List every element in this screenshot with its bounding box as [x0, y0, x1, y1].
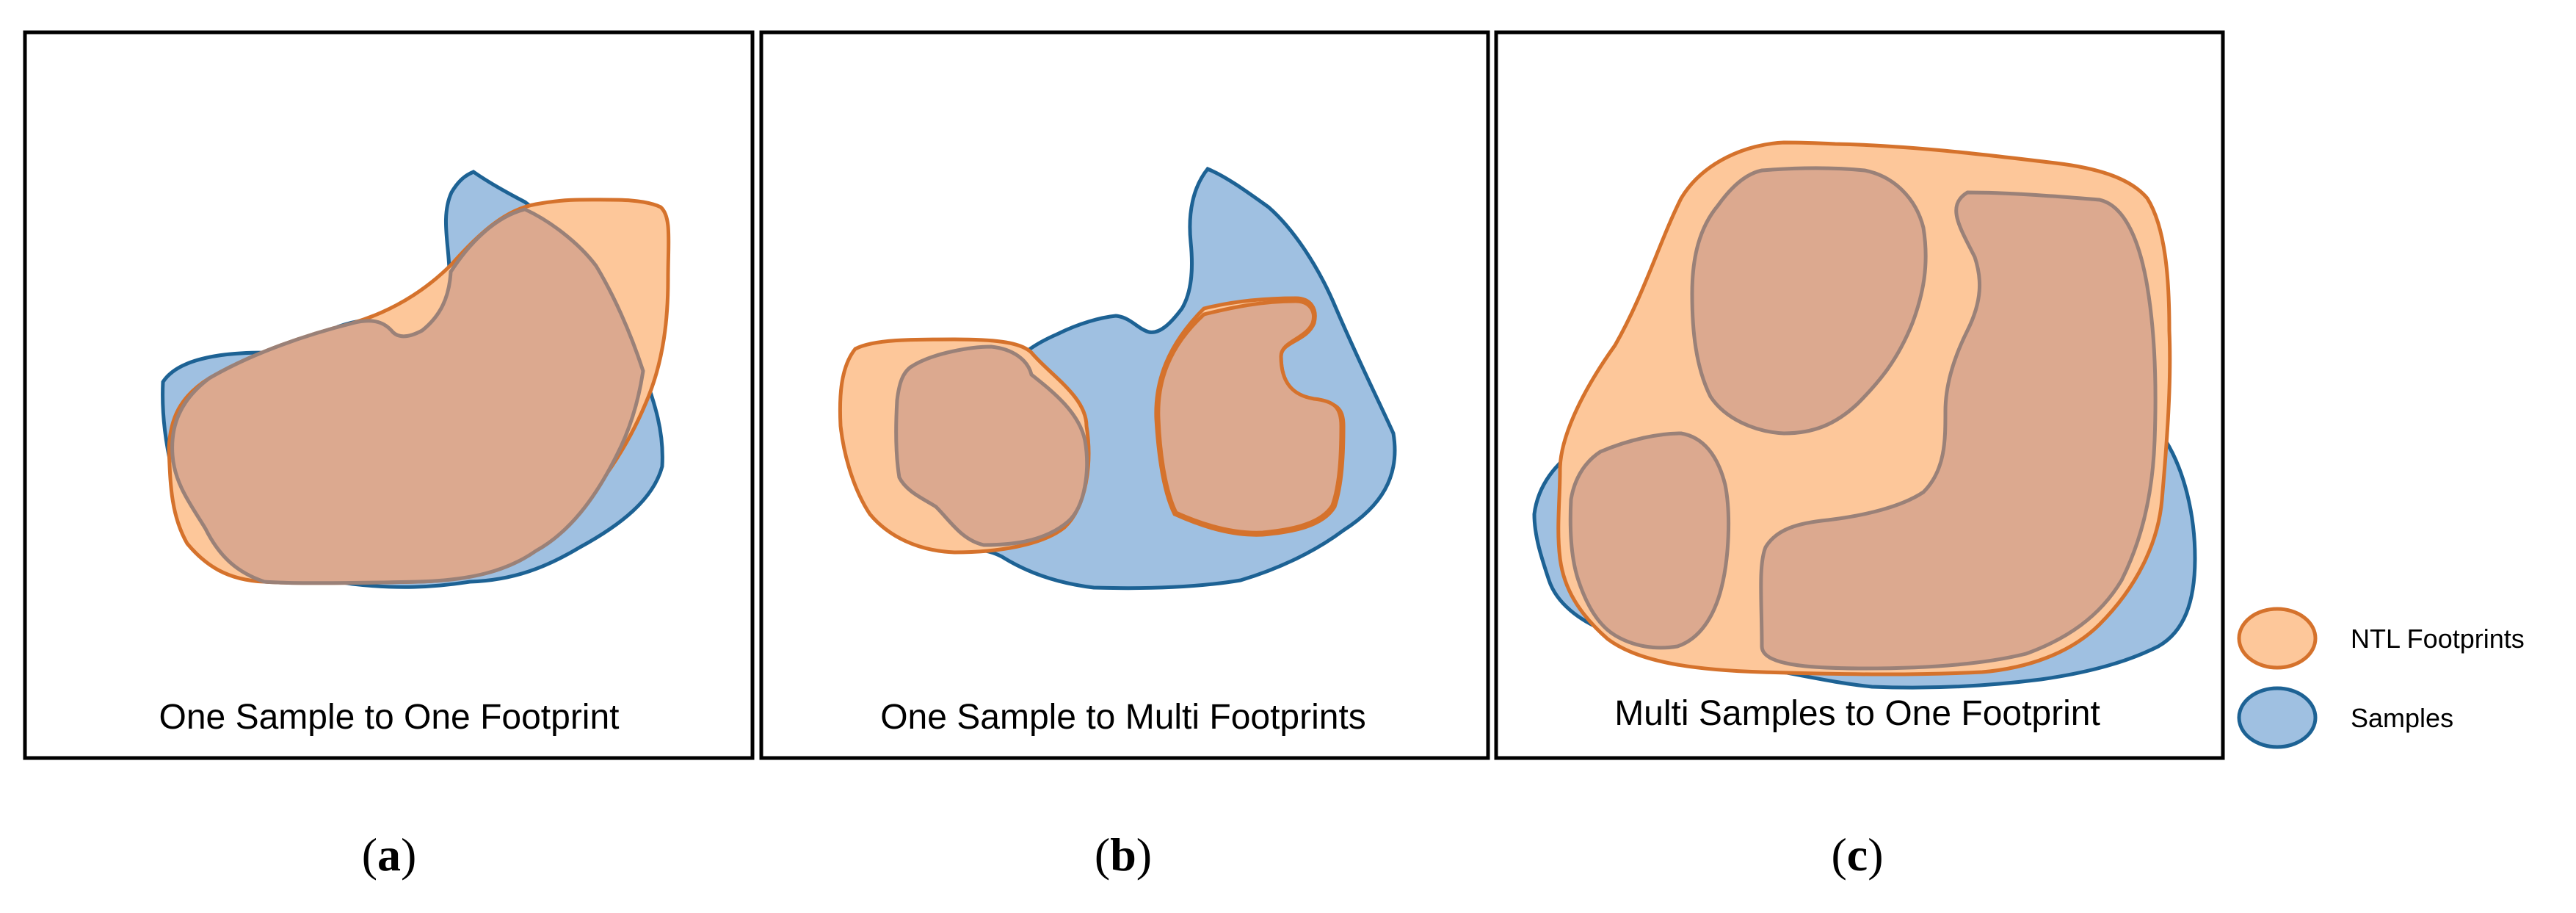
- panel-c-label-close: ): [1868, 829, 1883, 881]
- panel-b-label-close: ): [1136, 829, 1152, 881]
- ntl-footprint-swatch: [2237, 607, 2318, 670]
- legend-item-samples: Samples: [2237, 686, 2453, 749]
- panel-c-label: (c): [1831, 829, 1883, 881]
- panel-b-label: (b): [1095, 829, 1152, 881]
- panel-b-label-open: (: [1095, 829, 1110, 881]
- panel-a: One Sample to One Footprint (a): [23, 30, 755, 881]
- overlap-shape: [1568, 431, 1731, 650]
- panel-a-label-close: ): [401, 829, 416, 881]
- panel-a-title: One Sample to One Footprint: [159, 698, 620, 737]
- overlap-shape: [1759, 190, 2158, 671]
- panel-b-label-letter: b: [1110, 829, 1136, 881]
- panel-a-label-letter: a: [377, 829, 401, 881]
- overlap-shape: [1690, 166, 1928, 436]
- panel-c-label-open: (: [1831, 829, 1846, 881]
- panel-a-label: (a): [362, 829, 417, 881]
- legend-item-ntl-footprints: NTL Footprints: [2237, 607, 2525, 670]
- panel-c-label-letter: c: [1847, 829, 1868, 881]
- legend-label-ntl-footprints: NTL Footprints: [2351, 624, 2525, 654]
- panel-a-label-open: (: [362, 829, 377, 881]
- panel-b: One Sample to Multi Footprints (b): [759, 30, 1490, 881]
- panel-b-title: One Sample to Multi Footprints: [880, 698, 1366, 737]
- panel-c-title: Multi Samples to One Footprint: [1614, 694, 2100, 733]
- sample-swatch: [2237, 686, 2318, 749]
- legend: NTL Footprints Samples: [2237, 607, 2525, 749]
- overlap-shape: [894, 344, 1089, 547]
- panel-c: Multi Samples to One Footprint (c): [1494, 30, 2225, 881]
- legend-label-samples: Samples: [2351, 703, 2453, 733]
- overlap-shape: [1156, 299, 1343, 535]
- overlap-shape: [170, 207, 645, 585]
